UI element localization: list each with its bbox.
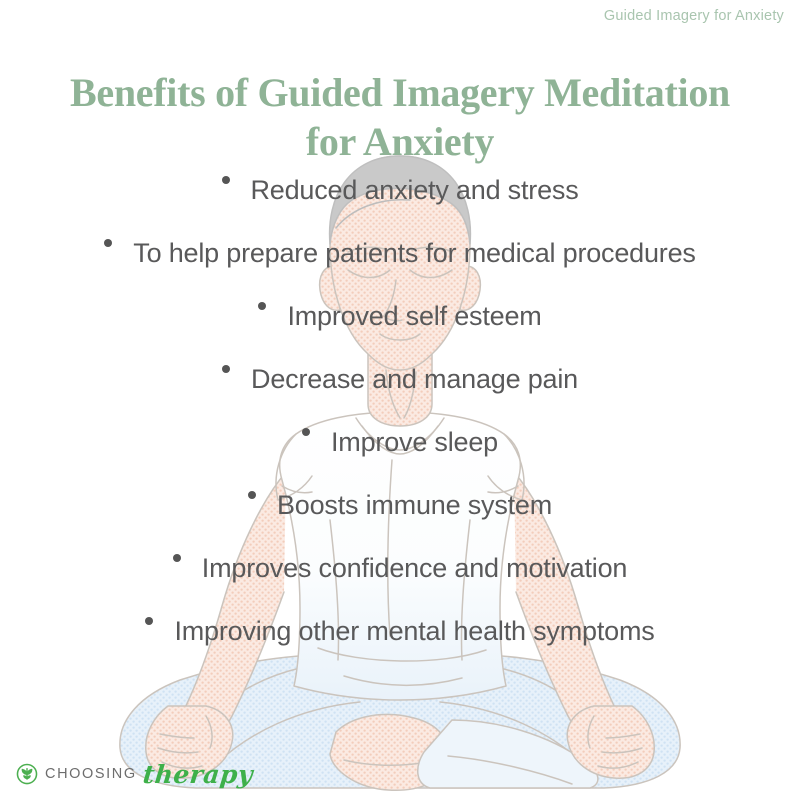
list-item: Improve sleep [0,412,800,473]
list-item: Reduced anxiety and stress [0,160,800,221]
bullet-dot-icon [172,554,181,562]
bullet-dot-icon [247,491,256,499]
brand-logo[interactable]: CHOOSING therapy [16,760,255,789]
bullet-dot-icon [221,176,230,184]
benefit-label: Decrease and manage pain [251,364,578,394]
benefit-label: Boosts immune system [276,490,553,520]
bullet-dot-icon [104,239,113,247]
leaf-circle-icon [16,763,38,785]
list-item: Improved self esteem [0,286,800,347]
benefits-list: Reduced anxiety and stress To help prepa… [0,160,800,664]
list-item: Decrease and manage pain [0,349,800,410]
bullet-dot-icon [302,428,310,436]
list-item: Improves confidence and motivation [0,538,800,599]
benefit-label: Improves confidence and motivation [201,553,628,583]
bullet-dot-icon [258,302,267,310]
benefit-label: Improve sleep [331,427,498,457]
list-item: To help prepare patients for medical pro… [0,223,800,284]
list-item: Improving other mental health symptoms [0,601,800,662]
logo-wordmark: CHOOSING [45,765,137,782]
list-item: Boosts immune system [0,475,800,536]
bullet-dot-icon [145,617,154,625]
logo-script-wordmark: therapy [141,760,255,789]
benefit-label: Improving other mental health symptoms [174,616,655,646]
benefit-label: To help prepare patients for medical pro… [133,238,696,268]
benefit-label: Reduced anxiety and stress [250,175,579,205]
bullet-dot-icon [222,365,231,373]
kicker-label: Guided Imagery for Anxiety [603,8,784,24]
page-title: Benefits of Guided Imagery Meditation fo… [70,69,730,164]
benefit-label: Improved self esteem [287,301,542,331]
